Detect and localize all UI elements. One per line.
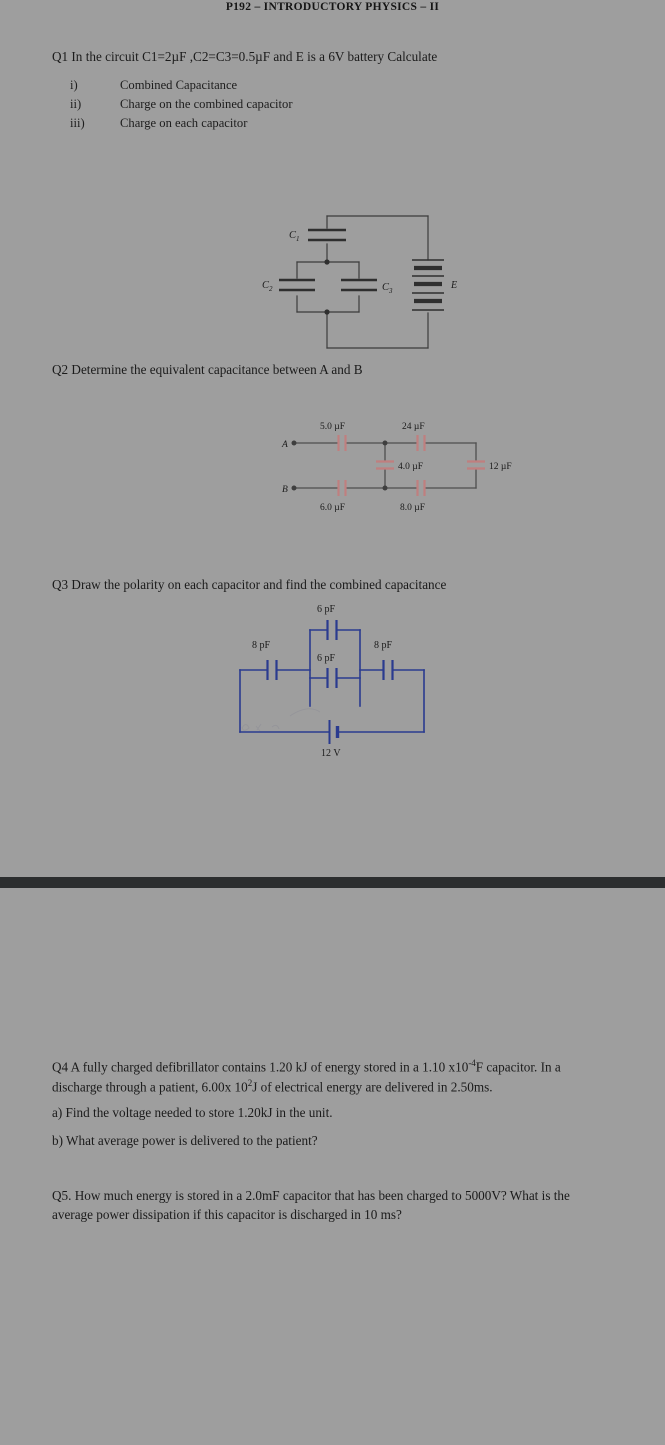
capacitor-4uf-label: 4.0 µF bbox=[398, 462, 423, 472]
q4-line2-part-a: In a discharge through a patient, 6.00x … bbox=[52, 1059, 561, 1094]
capacitor-right-8pf-label: 8 pF bbox=[374, 640, 393, 651]
q4-part-b: b) What average power is delivered to th… bbox=[52, 1133, 318, 1148]
capacitor-8uf-label: 8.0 µF bbox=[400, 503, 425, 513]
capacitor-c3-label: C bbox=[382, 282, 390, 293]
q4-line2-part-b: J of electrical energy are delivered in … bbox=[252, 1078, 493, 1094]
q1-item-ii-label: Charge on the combined capacitor bbox=[120, 96, 293, 111]
battery-12v-label: 12 V bbox=[321, 748, 341, 759]
q1-item-i-label: Combined Capacitance bbox=[120, 78, 238, 92]
capacitor-mid-6pf-label: 6 pF bbox=[317, 653, 336, 664]
capacitor-c1-subscript: 1 bbox=[296, 235, 300, 243]
capacitor-c2-symbol bbox=[279, 278, 315, 292]
capacitor-24uf-label: 24 µF bbox=[402, 422, 425, 432]
capacitor-c1-label: C bbox=[289, 230, 297, 241]
pencil-scribble-marks bbox=[241, 708, 321, 732]
junction-dot-top bbox=[324, 259, 330, 265]
battery-12v-symbol bbox=[328, 720, 340, 744]
battery-symbol bbox=[412, 259, 444, 311]
q3-capacitor-network: 8 pF 6 pF 6 pF 8 pF 12 V bbox=[228, 600, 438, 759]
terminal-dot-a bbox=[291, 440, 297, 446]
q4-line1-part-b: F capacitor. bbox=[475, 1059, 538, 1075]
capacitor-c2-label: C bbox=[262, 280, 270, 291]
capacitor-left-8pf-label: 8 pF bbox=[252, 640, 271, 651]
q1-circuit-diagram: C 1 C 2 C 3 E bbox=[232, 200, 482, 360]
node-b-label: B bbox=[282, 485, 288, 495]
q5-line2: is the average power dissipation if this… bbox=[52, 1188, 570, 1223]
q2-capacitor-network: A B 5.0 µF 24 µF 4.0 µF 12 µF 6.0 µF 8.0… bbox=[280, 418, 530, 518]
q1-item-i-number: i) bbox=[70, 78, 78, 92]
node-a-label: A bbox=[281, 440, 288, 450]
q4-line1-exponent: -4 bbox=[468, 1058, 476, 1068]
junction-dot-top-mid bbox=[382, 440, 388, 446]
scan-divider-band bbox=[0, 877, 665, 888]
page-title: P192 – INTRODUCTORY PHYSICS – II bbox=[225, 1, 440, 13]
q4-line2-exponent: 2 bbox=[247, 1077, 253, 1088]
capacitor-5uf-label: 5.0 µF bbox=[320, 422, 345, 432]
capacitor-c3-subscript: 3 bbox=[388, 287, 393, 295]
q2-stem: Q2 Determine the equivalent capacitance … bbox=[52, 362, 363, 377]
capacitor-top-6pf-label: 6 pF bbox=[317, 604, 336, 615]
junction-dot-bottom bbox=[324, 309, 330, 315]
capacitor-c1-symbol bbox=[308, 228, 346, 242]
battery-label: E bbox=[450, 280, 457, 291]
capacitor-12uf-label: 12 µF bbox=[489, 462, 512, 472]
terminal-dot-b bbox=[291, 485, 297, 491]
q1-item-iii: iii) Charge on each capacitor bbox=[70, 114, 293, 133]
q4-line1-part-a: Q4 A fully charged defibrillator contain… bbox=[52, 1059, 469, 1075]
q4-stem: Q4 A fully charged defibrillator contain… bbox=[52, 1057, 612, 1096]
q1-sub-list: i) Combined Capacitance ii) Charge on the … bbox=[70, 76, 293, 133]
q1-item-iii-number: iii) bbox=[70, 115, 85, 130]
capacitor-c3-symbol bbox=[341, 278, 377, 292]
q1-item-i: i) Combined Capacitance bbox=[70, 76, 293, 95]
q5-line1: Q5. How much energy is stored in a 2.0mF… bbox=[52, 1188, 539, 1203]
junction-dot-bottom-mid bbox=[382, 485, 388, 491]
q1-stem: Q1 In the circuit C1=2µF ,C2=C3=0.5µF an… bbox=[52, 49, 438, 64]
q1-item-ii: ii) Charge on the combined capacitor bbox=[70, 95, 293, 114]
q1-item-ii-number: ii) bbox=[70, 96, 82, 111]
q1-item-iii-label: Charge on each capacitor bbox=[120, 115, 248, 130]
q3-stem: Q3 Draw the polarity on each capacitor a… bbox=[52, 577, 447, 592]
q4-part-a: a) Find the voltage needed to store 1.20… bbox=[52, 1105, 333, 1120]
capacitor-6uf-label: 6.0 µF bbox=[320, 503, 345, 513]
q5-stem: Q5. How much energy is stored in a 2.0mF… bbox=[52, 1186, 612, 1224]
capacitor-c2-subscript: 2 bbox=[269, 285, 273, 293]
